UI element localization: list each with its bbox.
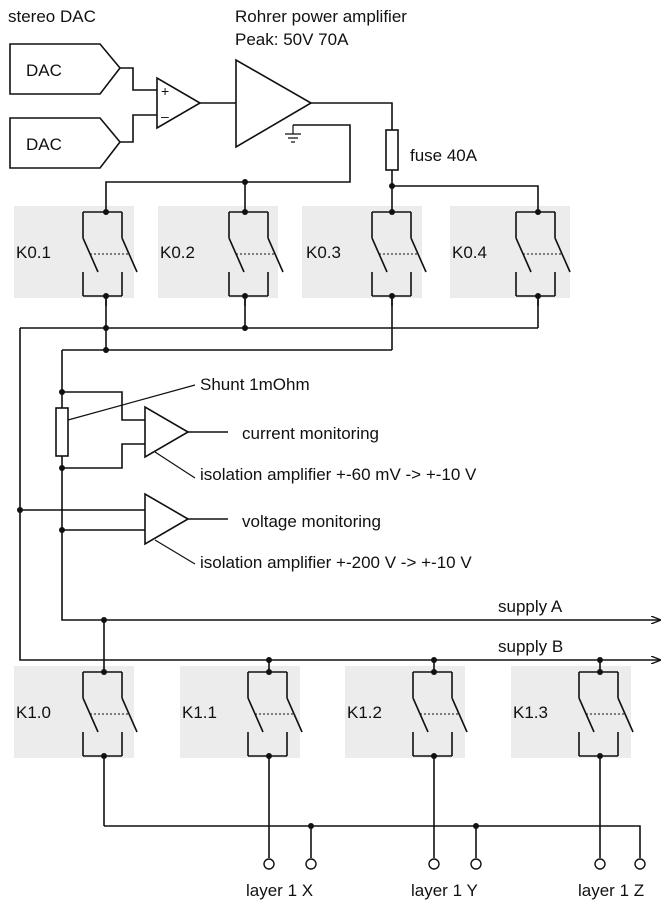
voltage-isolation-amplifier — [144, 492, 190, 546]
dac-2: DAC — [9, 117, 122, 169]
relay-k0-4-label: K0.4 — [452, 243, 487, 262]
ground-icon — [285, 125, 301, 143]
relay-k1-0: K1.0 — [14, 666, 138, 826]
layer-z-label: layer 1 Z — [578, 881, 644, 900]
terminals-layer-z — [594, 858, 646, 870]
relay-k1-1: K1.1 — [180, 666, 303, 858]
relay-k0-4: K0.4 — [450, 206, 571, 306]
voltage-monitoring-label: voltage monitoring — [242, 512, 381, 531]
dac-1: DAC — [9, 43, 122, 95]
shunt-label: Shunt 1mOhm — [200, 375, 310, 394]
relay-k1-3: K1.3 — [511, 666, 634, 858]
relay-k0-2-label: K0.2 — [160, 243, 195, 262]
fuse — [385, 129, 399, 171]
diff-amp-plus: + — [161, 83, 169, 99]
relay-k0-3: K0.3 — [302, 206, 427, 306]
relay-k1-0-label: K1.0 — [16, 703, 51, 722]
relay-k1-3-label: K1.3 — [513, 703, 548, 722]
differential-amplifier: + – — [156, 76, 202, 130]
relay-k1-1-label: K1.1 — [182, 703, 217, 722]
dac-1-label: DAC — [26, 61, 62, 80]
power-amplifier — [235, 58, 313, 149]
relay-k0-3-label: K0.3 — [306, 243, 341, 262]
current-isolation-amplifier — [144, 405, 190, 459]
terminals-layer-x — [263, 858, 317, 870]
current-iso-amp-label: isolation amplifier +-60 mV -> +-10 V — [200, 465, 477, 484]
layer-x-label: layer 1 X — [246, 881, 313, 900]
shunt-resistor — [55, 407, 69, 457]
layer-y-label: layer 1 Y — [411, 881, 478, 900]
relay-k0-2: K0.2 — [158, 206, 284, 306]
voltage-iso-amp-label: isolation amplifier +-200 V -> +-10 V — [200, 553, 472, 572]
amplifier-peak-rating: Peak: 50V 70A — [235, 30, 349, 49]
supply-b-label: supply B — [498, 637, 563, 656]
supply-a-label: supply A — [498, 597, 563, 616]
relay-k1-2: K1.2 — [345, 666, 468, 858]
relay-k0-1-label: K0.1 — [16, 243, 51, 262]
stereo-dac-title: stereo DAC — [8, 7, 96, 26]
relay-k1-2-label: K1.2 — [347, 703, 382, 722]
amplifier-title: Rohrer power amplifier — [235, 7, 407, 26]
terminals-layer-y — [428, 858, 482, 870]
fuse-label: fuse 40A — [410, 146, 478, 165]
relay-k0-1: K0.1 — [14, 206, 138, 306]
current-monitoring-label: current monitoring — [242, 424, 379, 443]
dac-2-label: DAC — [26, 135, 62, 154]
diff-amp-minus: – — [161, 108, 169, 124]
